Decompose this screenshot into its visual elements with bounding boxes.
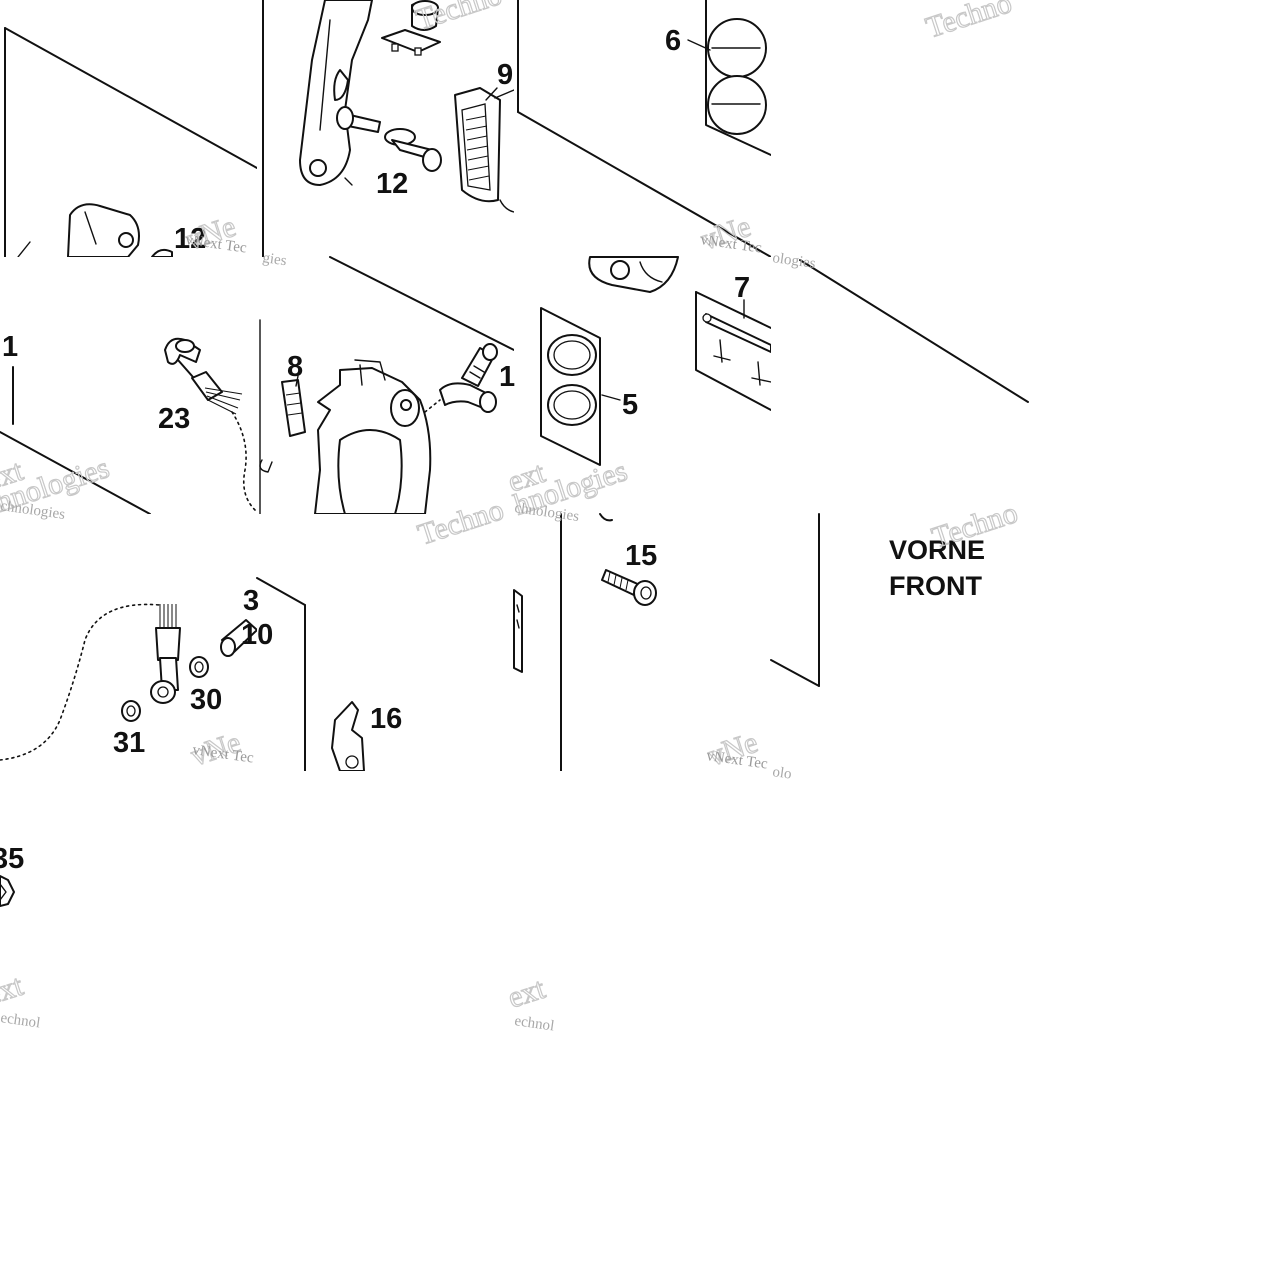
svg-text:echnol: echnol [0,1010,41,1031]
callout-12: 12 [376,168,408,200]
callout-30: 30 [190,684,222,716]
bleed-valve-part [461,343,498,387]
copper-washer-part [189,656,209,678]
tile-r1c2 [257,0,515,258]
slide-pin-part [336,106,381,133]
housing-outline-line [256,577,306,606]
tile-r2c2 [257,256,515,515]
tile-r2c1 [0,257,257,515]
caliper-arm-part [299,0,373,186]
tile-r3c4 [770,513,1028,771]
tile-r1c4 [771,0,1028,257]
brake-hose-end-part [150,604,181,704]
nut-part [0,875,15,907]
tile-r1c3 [514,0,772,258]
callout-15: 15 [625,540,657,572]
callout-12: 12 [174,223,206,255]
callout-5: 5 [622,389,638,421]
front-direction-label-line1: VORNE [889,535,985,565]
leader-line [601,394,621,401]
callout-8: 8 [287,351,303,383]
svg-text:olo: olo [771,764,792,783]
pin-kit-part [695,291,772,411]
piston-set-part [705,0,772,156]
housing-outline-line [329,256,515,351]
callout-9: 9 [497,59,513,91]
leader-line [687,39,711,51]
tile-r3c1 [0,514,258,771]
housing-outline-line [799,259,1029,403]
tile-r1c1 [0,0,258,258]
svg-text:ologies: ologies [771,250,816,272]
tile-r2c4 [771,257,1029,514]
brake-hose-fitting-part [164,337,243,415]
callout-23: 23 [158,403,190,435]
front-direction-label-line2: FRONT [889,571,982,601]
tile-r4c1 [0,771,257,1028]
bushing-part [411,0,439,31]
pad-spring-clip-part [381,29,441,56]
callout-1: 1 [499,361,515,393]
svg-text:echnol: echnol [513,1013,555,1034]
caliper-top-part [588,256,679,293]
tile-r2c3 [514,256,772,514]
tile-r4c2 [257,771,514,1028]
banjo-bolt-part [439,382,497,413]
pad-spring-part [281,375,306,437]
leader-line [485,87,498,101]
copper-washer-part [121,700,141,722]
callout-35: 35 [0,843,24,875]
tile-r3c2 [256,514,514,772]
seal-ring-set-part [540,307,601,466]
caliper-bracket-part [17,203,173,258]
hose-route-line [231,411,256,511]
bolt-part [601,569,657,606]
callout-6: 6 [665,25,681,57]
caliper-body-part [314,359,432,515]
tile-r4c3 [514,771,771,1028]
hose-route-line [0,603,161,761]
svg-text:gies: gies [261,250,287,269]
guide-bolt-part [384,128,442,172]
callout-10: 10 [241,619,273,651]
housing-outline-line [517,111,772,258]
housing-outline-line [0,431,151,515]
mounting-bracket-part [331,701,365,772]
callout-31: 31 [113,727,145,759]
tile-r3c3 [513,513,771,772]
housing-outline-line [4,27,258,169]
housing-outline-line [770,659,820,687]
callout-1: 1 [2,331,18,363]
callout-7: 7 [734,272,750,304]
brake-pad-part [454,87,515,213]
callout-16: 16 [370,703,402,735]
callout-3: 3 [243,585,259,617]
